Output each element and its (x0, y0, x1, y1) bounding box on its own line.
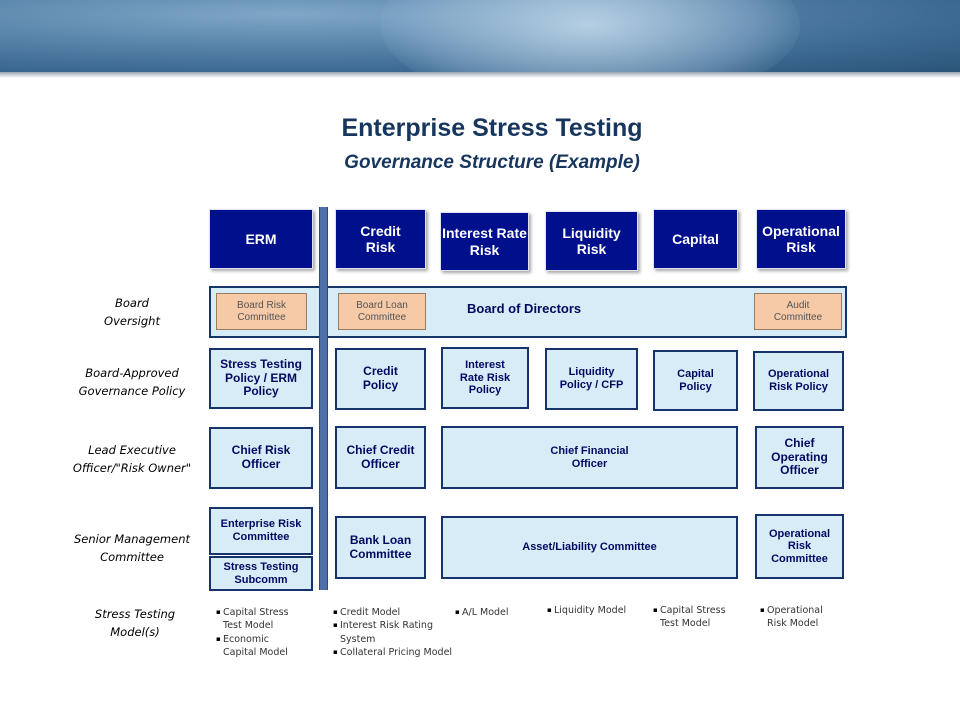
header-banner (0, 0, 960, 72)
board-of-directors-label: Board of Directors (467, 301, 582, 316)
header-capital: Capital (653, 209, 738, 269)
models-liquidity: Liquidity Model (547, 604, 626, 618)
erm-divider-bar (319, 207, 328, 590)
board-of-directors-band: Board of Directors (209, 286, 847, 338)
banner-glow (380, 0, 800, 72)
list-item: Liquidity Model (547, 604, 626, 618)
committee-asset-liability: Asset/Liability Committee (441, 516, 738, 579)
list-item: Credit Model (333, 606, 452, 620)
list-item: Collateral Pricing Model (333, 646, 452, 660)
page-subtitle: Governance Structure (Example) (344, 152, 640, 173)
page-title: Enterprise Stress Testing (341, 114, 643, 142)
banner-shadow (0, 72, 960, 78)
models-credit: Credit Model Interest Risk RatingSystem … (333, 606, 452, 659)
header-erm: ERM (209, 209, 313, 269)
list-item: A/L Model (455, 606, 509, 620)
models-interest: A/L Model (455, 606, 509, 620)
